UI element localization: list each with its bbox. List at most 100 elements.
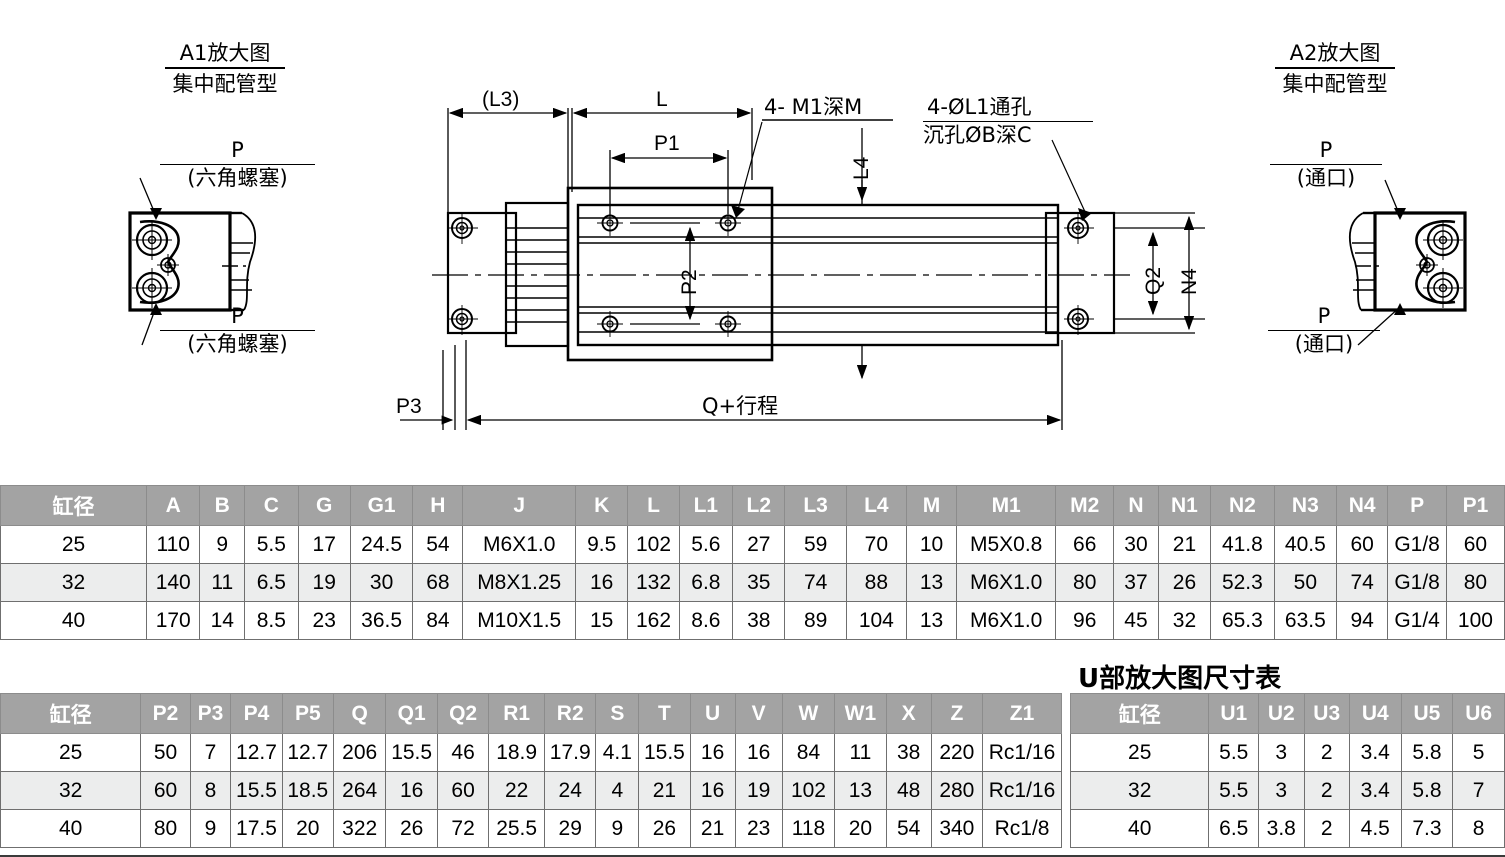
table-main-cell-a: 170 (145, 601, 201, 640)
table-main-cell-m: 13 (905, 601, 958, 640)
detail-a2-callout-top-den: (通口) (1296, 166, 1356, 191)
detail-a1-callout-top-den: (六角螺塞) (187, 166, 288, 191)
table-second-cell-缸径: 25 (0, 733, 142, 772)
table-main-col-k: K (574, 485, 629, 526)
table-main-cell-k: 9.5 (574, 525, 629, 564)
table-main-cell-m1: M6X1.0 (956, 601, 1057, 640)
table-main-cell-m: 10 (905, 525, 958, 564)
table-second-cell-p5: 20 (281, 809, 334, 848)
table-second-cell-z1: Rc1/16 (982, 771, 1062, 810)
table-main-col-n2: N2 (1210, 485, 1275, 526)
table-main-col-l3: L3 (784, 485, 847, 526)
main-view-geometry (432, 186, 1130, 362)
table-main-cell-p: G1/8 (1387, 563, 1447, 602)
table-main-cell-m1: M6X1.0 (956, 563, 1057, 602)
table-main-cell-n4: 74 (1336, 563, 1389, 602)
table-main-cell-b: 9 (199, 525, 246, 564)
table-main-cell-l3: 89 (784, 601, 847, 640)
table-second-cell-q: 322 (332, 809, 387, 848)
dimension-label-overall: Q+行程 (702, 394, 779, 418)
table-main-cell-p1: 100 (1445, 601, 1505, 640)
detail-a1-callout-bottom: P (六角螺塞) (160, 304, 315, 357)
table-second-cell-z: 280 (930, 771, 984, 810)
table-second-cell-r2: 24 (543, 771, 597, 810)
table-second-cell-s: 4 (595, 771, 640, 810)
table-main-cell-l1: 5.6 (678, 525, 734, 564)
table-u-cell-u4: 4.5 (1348, 809, 1402, 848)
table-main-cell-n4: 94 (1336, 601, 1389, 640)
table-main-cell-l4: 70 (845, 525, 907, 564)
table-main-cell-l4: 104 (845, 601, 907, 640)
table-main-cell-m2: 96 (1055, 601, 1115, 640)
table-main-cell-g1: 24.5 (349, 525, 414, 564)
table-main-cell-g: 19 (297, 563, 351, 602)
dimension-label-l4: L4 (850, 156, 873, 180)
table-u-cell-u6: 7 (1452, 771, 1505, 810)
table-u-cell-u4: 3.4 (1348, 733, 1402, 772)
table-second-cell-p3: 7 (189, 733, 232, 772)
dimension-label-l: L (656, 88, 668, 111)
table-main-col-b: B (199, 485, 246, 526)
table-main-cell-g1: 36.5 (349, 601, 414, 640)
table-second-cell-q2: 60 (436, 771, 490, 810)
table-second-cell-u: 16 (689, 733, 736, 772)
table-u-col-u3: U3 (1303, 693, 1350, 734)
table-second-cell-r1: 22 (488, 771, 545, 810)
table-second-col-q2: Q2 (436, 693, 490, 734)
table-u-cell-缸径: 40 (1069, 809, 1210, 848)
table-second-cell-q: 206 (332, 733, 387, 772)
detail-a1-title-sub: 集中配管型 (172, 72, 278, 97)
table-main-cell-n: 37 (1113, 563, 1159, 602)
table-second-cell-z: 220 (930, 733, 984, 772)
detail-a1-callout-bottom-den: (六角螺塞) (187, 332, 288, 357)
table-main-col-n3: N3 (1273, 485, 1338, 526)
table-second-cell-s: 4.1 (595, 733, 640, 772)
table-second-col-p5: P5 (281, 693, 334, 734)
bottom-divider (0, 855, 1505, 857)
table-main-cell-p1: 80 (1445, 563, 1505, 602)
table-second-cell-缸径: 40 (0, 809, 142, 848)
table-u-cell-u3: 2 (1303, 809, 1350, 848)
table-second-cell-w: 118 (781, 809, 836, 848)
table-second-col-w: W (781, 693, 836, 734)
table-main-col-m1: M1 (956, 485, 1057, 526)
table-main-col-l4: L4 (845, 485, 907, 526)
table-main-cell-b: 11 (199, 563, 246, 602)
table-second-col-r1: R1 (488, 693, 545, 734)
table-second-cell-p5: 12.7 (281, 733, 334, 772)
table-main-cell-c: 6.5 (244, 563, 299, 602)
callout-leaders (731, 119, 1092, 221)
table-u-cell-u1: 5.5 (1208, 771, 1260, 810)
table-second-cell-r2: 17.9 (543, 733, 597, 772)
table-main-cell-n2: 41.8 (1210, 525, 1275, 564)
table-second-cell-p2: 80 (140, 809, 191, 848)
table-main-cell-l2: 38 (732, 601, 786, 640)
table-second-cell-z1: Rc1/8 (982, 809, 1062, 848)
table-main-cell-缸径: 40 (0, 601, 147, 640)
table-main-cell-m2: 80 (1055, 563, 1115, 602)
table-second-cell-w1: 20 (834, 809, 887, 848)
dimension-label-q2: Q2 (1142, 266, 1165, 295)
table-second-cell-t: 26 (638, 809, 691, 848)
table-second-cell-p4: 17.5 (230, 809, 283, 848)
table-u-cell-u4: 3.4 (1348, 771, 1402, 810)
table-main-col-l: L (627, 485, 680, 526)
table-main-cell-l4: 88 (845, 563, 907, 602)
table-second-cell-s: 9 (595, 809, 640, 848)
table-main-cell-m2: 66 (1055, 525, 1115, 564)
dimension-label-p2: P2 (678, 269, 701, 295)
table-main-col-p1: P1 (1445, 485, 1505, 526)
table-main-col-g: G (297, 485, 351, 526)
table-main-cell-n4: 60 (1336, 525, 1389, 564)
table-second-col-x: X (885, 693, 932, 734)
callout-tapped-hole: 4- M1深M (764, 95, 863, 119)
table-u-col-u4: U4 (1348, 693, 1402, 734)
